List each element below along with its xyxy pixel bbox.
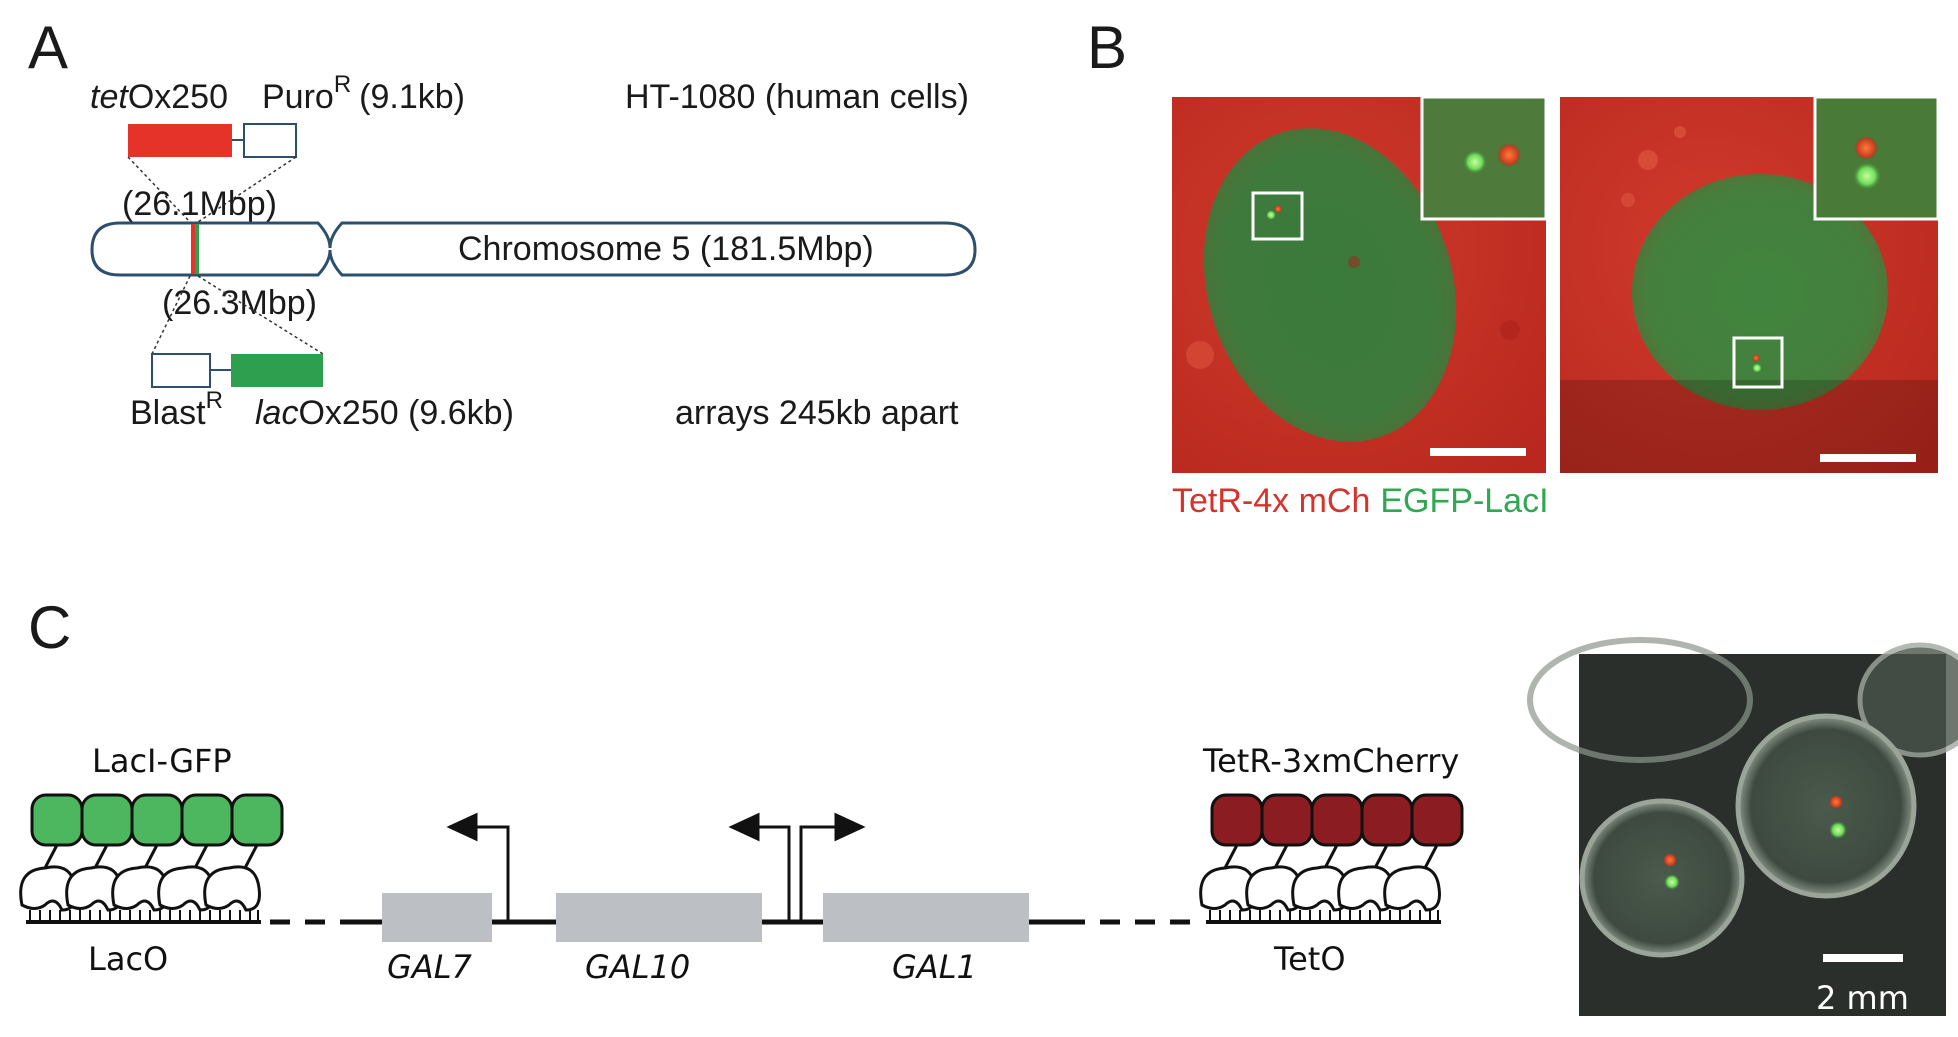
scale-bar-label: 2 mm: [1816, 979, 1909, 1017]
lac-array-label: lacOx250 (9.6kb): [255, 394, 514, 432]
puro-label: PuroR(9.1kb): [262, 71, 465, 116]
channel-legend: TetR-4x mCh EGFP-LacI: [1172, 482, 1549, 520]
teto-array: [1206, 910, 1441, 924]
teto-label: TetO: [1273, 940, 1346, 978]
gal10-gene-box: [556, 893, 762, 942]
gal7-label: GAL7: [387, 948, 473, 986]
lac-array-box: [231, 354, 323, 387]
arrays-distance-label: arrays 245kb apart: [675, 394, 959, 432]
microscopy-image-1: [1172, 95, 1548, 473]
tetr-binding-domains: [1199, 865, 1441, 912]
laco-array: [26, 910, 261, 924]
gal10-label: GAL10: [585, 948, 690, 986]
microscopy-image-2: [1560, 95, 1940, 473]
gal1-promoter-arrow-icon: [799, 812, 866, 920]
gal7-gene-box: [382, 893, 492, 942]
lac-locus-marker: [195, 224, 199, 274]
inset-2: [1813, 95, 1940, 221]
tetr-mcherry-label: TetR-3xmCherry: [1202, 742, 1459, 780]
gal1-gene-box: [823, 893, 1029, 942]
panel-b-label: B: [1087, 14, 1127, 81]
chromosome-label: Chromosome 5 (181.5Mbp): [458, 230, 874, 268]
position-bottom-label: (26.3Mbp): [162, 284, 317, 322]
puro-box: [243, 123, 297, 158]
scale-bar-b2: [1820, 454, 1916, 462]
laci-binding-domains: [19, 865, 261, 912]
chromosome-5-outline: [90, 221, 977, 277]
tet-array-label: tetOx250: [90, 78, 228, 116]
tet-locus-marker: [191, 224, 195, 274]
roi-box-2: [1732, 336, 1784, 389]
yeast-microscopy-image: 2 mm: [1527, 637, 1958, 1017]
scale-bar-b1: [1430, 448, 1526, 456]
laco-label: LacO: [88, 940, 168, 978]
blast-label: BlastR: [130, 387, 223, 432]
position-top-label: (26.1Mbp): [122, 185, 277, 223]
panel-c-label: C: [28, 594, 71, 661]
legend-green: EGFP-LacI: [1380, 482, 1548, 520]
gal7-promoter-arrow-icon: [446, 812, 510, 920]
laci-gfp-proteins: [30, 793, 284, 869]
tetr-mcherry-proteins: [1210, 793, 1464, 869]
tet-array-box: [128, 124, 232, 157]
gal10-promoter-arrow-icon: [728, 812, 791, 920]
legend-red: TetR-4x mCh: [1172, 482, 1370, 520]
roi-box-1: [1251, 191, 1304, 241]
blast-box: [151, 353, 211, 388]
gal1-label: GAL1: [892, 948, 977, 986]
cell-line-label: HT-1080 (human cells): [625, 78, 969, 116]
panel-a-label: A: [28, 14, 68, 81]
scale-bar-c: [1823, 954, 1903, 962]
laci-gfp-label: LacI-GFP: [92, 742, 232, 780]
inset-1: [1420, 95, 1548, 221]
